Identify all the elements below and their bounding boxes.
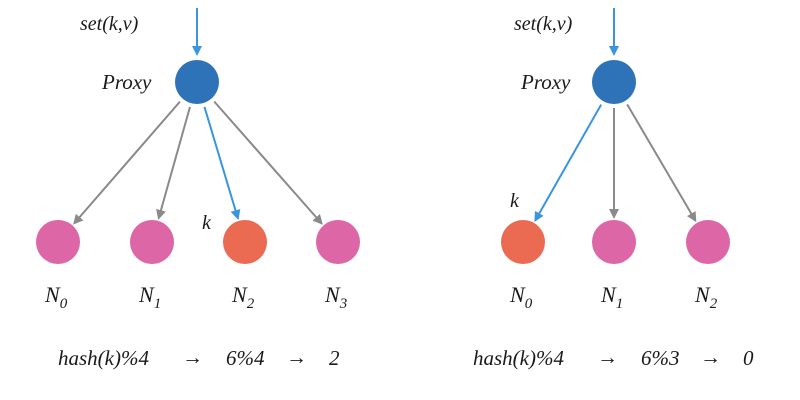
storage-node	[316, 220, 360, 264]
node-label: N2	[694, 282, 718, 312]
formula-arrow-2: →	[700, 345, 721, 369]
proxy-edges	[73, 100, 323, 225]
proxy-label: Proxy	[520, 70, 571, 94]
formula-arrow-2: →	[286, 345, 307, 369]
proxy-edges	[534, 103, 697, 223]
formula: hash(k)%4 → 6%4 → 2	[58, 345, 340, 370]
formula-expr: hash(k)%4	[58, 346, 149, 370]
diagram-left: set(k,v) Proxy N0 N1 N2 N3 k hash(k)%4 → 6%…	[36, 8, 360, 370]
storage-node	[130, 220, 174, 264]
node-label: N1	[138, 282, 161, 312]
storage-node	[592, 220, 636, 264]
node-label: N3	[324, 282, 347, 312]
request-label: set(k,v)	[514, 13, 573, 35]
routing-arrow	[626, 103, 697, 223]
formula-step: 6%3	[641, 346, 680, 370]
node-label: N1	[600, 282, 623, 312]
routing-arrow	[156, 106, 191, 220]
formula: hash(k)%4 → 6%3 → 0	[473, 345, 754, 370]
target-node	[223, 220, 267, 264]
formula-step: 6%4	[226, 346, 265, 370]
formula-arrow-1: →	[597, 345, 618, 369]
proxy-node	[175, 60, 219, 104]
node-label: N2	[231, 282, 255, 312]
routing-arrow-target	[534, 104, 603, 223]
storage-node	[686, 220, 730, 264]
target-node	[501, 220, 545, 264]
formula-result: 0	[743, 346, 754, 370]
formula-expr: hash(k)%4	[473, 346, 564, 370]
routing-arrow-target	[203, 106, 241, 220]
key-label: k	[510, 190, 520, 212]
proxy-node	[592, 60, 636, 104]
formula-result: 2	[329, 346, 340, 370]
proxy-label: Proxy	[101, 70, 152, 94]
routing-arrow	[213, 100, 323, 225]
diagram-right: set(k,v) Proxy N0 N1 N2 k hash(k)%4 → 6%3 …	[473, 8, 754, 370]
routing-arrow	[73, 100, 181, 225]
request-label: set(k,v)	[80, 13, 139, 35]
key-label: k	[202, 212, 212, 234]
node-label: N0	[509, 282, 533, 312]
storage-nodes: N0 N1 N2	[501, 220, 730, 312]
node-label: N0	[44, 282, 68, 312]
storage-nodes: N0 N1 N2 N3	[36, 220, 360, 312]
storage-node	[36, 220, 80, 264]
formula-arrow-1: →	[182, 345, 203, 369]
